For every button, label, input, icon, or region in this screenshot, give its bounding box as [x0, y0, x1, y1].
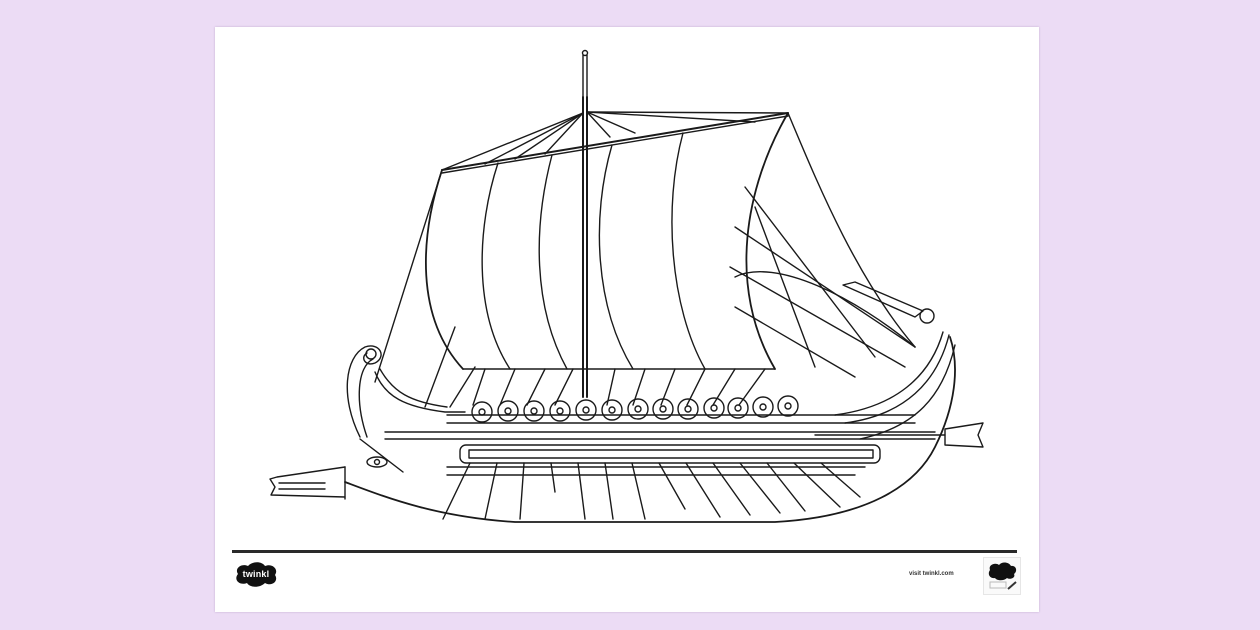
oars-icon [442, 422, 984, 520]
yard-icon [441, 111, 789, 174]
stern-scroll-icon [346, 345, 466, 438]
twinkl-colour-pencil-logo-icon [988, 562, 1017, 590]
mast-icon [581, 49, 589, 398]
hull-icon [269, 281, 956, 523]
trireme-ship-illustration [269, 49, 984, 523]
twinkl-cloud-logo-icon [236, 562, 277, 587]
twinkl-logo[interactable]: twinkl [232, 560, 280, 588]
colour-sheet-badge [983, 557, 1021, 595]
footer-divider [232, 550, 1017, 553]
sail-icon [374, 112, 916, 408]
coloring-sheet: twinkl visit twinkl.com [215, 27, 1039, 612]
visit-site-text[interactable]: visit twinkl.com [909, 571, 954, 577]
twinkl-logo-text: twinkl [242, 569, 270, 579]
shields-icon [471, 395, 799, 423]
